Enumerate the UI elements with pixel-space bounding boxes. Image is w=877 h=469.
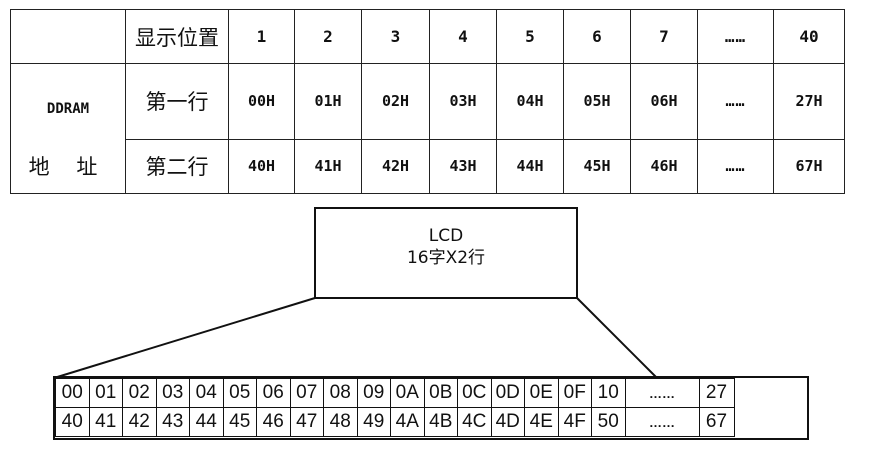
strip-cell: 07 xyxy=(289,378,324,408)
second-line-row: 地 址 第二行 40H 41H 42H 43H 44H 45H 46H …… 6… xyxy=(10,138,845,194)
strip-cell: 27 xyxy=(698,378,735,408)
strip-cell: 43 xyxy=(155,407,190,437)
strip-cell: 4B xyxy=(423,407,458,437)
header-row: 显示位置 1 2 3 4 5 6 7 …… 40 xyxy=(10,9,845,64)
lcd-box: LCD 16字X2行 xyxy=(314,207,578,299)
strip-cell: 06 xyxy=(256,378,291,408)
left-connector-line xyxy=(53,297,316,379)
strip-cell: 0F xyxy=(557,378,592,408)
first-line-label: 第一行 xyxy=(125,63,229,140)
strip-cell: 0C xyxy=(457,378,492,408)
strip-cell: 4F xyxy=(557,407,592,437)
address-cell: 40H xyxy=(228,138,295,194)
position-cell: 5 xyxy=(496,9,564,64)
position-cell: 6 xyxy=(563,9,631,64)
strip-cell: 4D xyxy=(490,407,525,437)
position-cell: 2 xyxy=(294,9,362,64)
address-cell: 27H xyxy=(773,63,845,140)
strip-ellipsis-cell: …… xyxy=(624,407,700,437)
strip-cell: 4A xyxy=(390,407,425,437)
second-line-label: 第二行 xyxy=(125,138,229,194)
address-cell: 03H xyxy=(429,63,497,140)
address-cell: 04H xyxy=(496,63,564,140)
strip-cell: 0A xyxy=(390,378,425,408)
strip-cell: 03 xyxy=(155,378,190,408)
ddram-label: DDRAM xyxy=(10,63,126,139)
strip-cell: 46 xyxy=(256,407,291,437)
lcd-spec: 16字X2行 xyxy=(406,248,486,268)
strip-cell: 40 xyxy=(55,407,90,437)
ddram-address-table: 显示位置 1 2 3 4 5 6 7 …… 40 DDRAM 第一行 00H 0… xyxy=(10,9,845,194)
address-cell: 05H xyxy=(563,63,631,140)
position-cell: 40 xyxy=(773,9,845,64)
strip-cell: 08 xyxy=(323,378,358,408)
strip-cell: 01 xyxy=(88,378,123,408)
address-cell: 02H xyxy=(361,63,430,140)
strip-cell: 42 xyxy=(122,407,157,437)
strip-cell: 0B xyxy=(423,378,458,408)
strip-ellipsis-cell: …… xyxy=(624,378,700,408)
lcd-title: LCD xyxy=(428,226,464,246)
strip-cell: 4E xyxy=(524,407,559,437)
strip-cell: 41 xyxy=(88,407,123,437)
strip-cell: 47 xyxy=(289,407,324,437)
strip-cell: 49 xyxy=(356,407,391,437)
right-connector-line xyxy=(576,297,658,379)
display-position-label: 显示位置 xyxy=(125,9,229,64)
address-cell: 01H xyxy=(294,63,362,140)
strip-cell: 0D xyxy=(490,378,525,408)
address-cell: 42H xyxy=(361,138,430,194)
strip-cell: 04 xyxy=(189,378,224,408)
position-cell: 3 xyxy=(361,9,430,64)
strip-cell: 05 xyxy=(222,378,257,408)
strip-cell: 02 xyxy=(122,378,157,408)
strip-cell: 45 xyxy=(222,407,257,437)
strip-cell: 00 xyxy=(55,378,90,408)
strip-cell: 67 xyxy=(698,407,735,437)
address-cell: 06H xyxy=(630,63,698,140)
address-cell: 43H xyxy=(429,138,497,194)
address-cell: 41H xyxy=(294,138,362,194)
strip-cell: 10 xyxy=(591,378,626,408)
strip-cell: 09 xyxy=(356,378,391,408)
strip-cell: 4C xyxy=(457,407,492,437)
address-cell: 67H xyxy=(773,138,845,194)
strip-cell: 50 xyxy=(591,407,626,437)
strip-cell: 0E xyxy=(524,378,559,408)
strip-cell: 44 xyxy=(189,407,224,437)
first-line-row: DDRAM 第一行 00H 01H 02H 03H 04H 05H 06H ……… xyxy=(10,63,845,140)
position-cell: 1 xyxy=(228,9,295,64)
strip-cell: 48 xyxy=(323,407,358,437)
corner-cell xyxy=(10,9,126,64)
